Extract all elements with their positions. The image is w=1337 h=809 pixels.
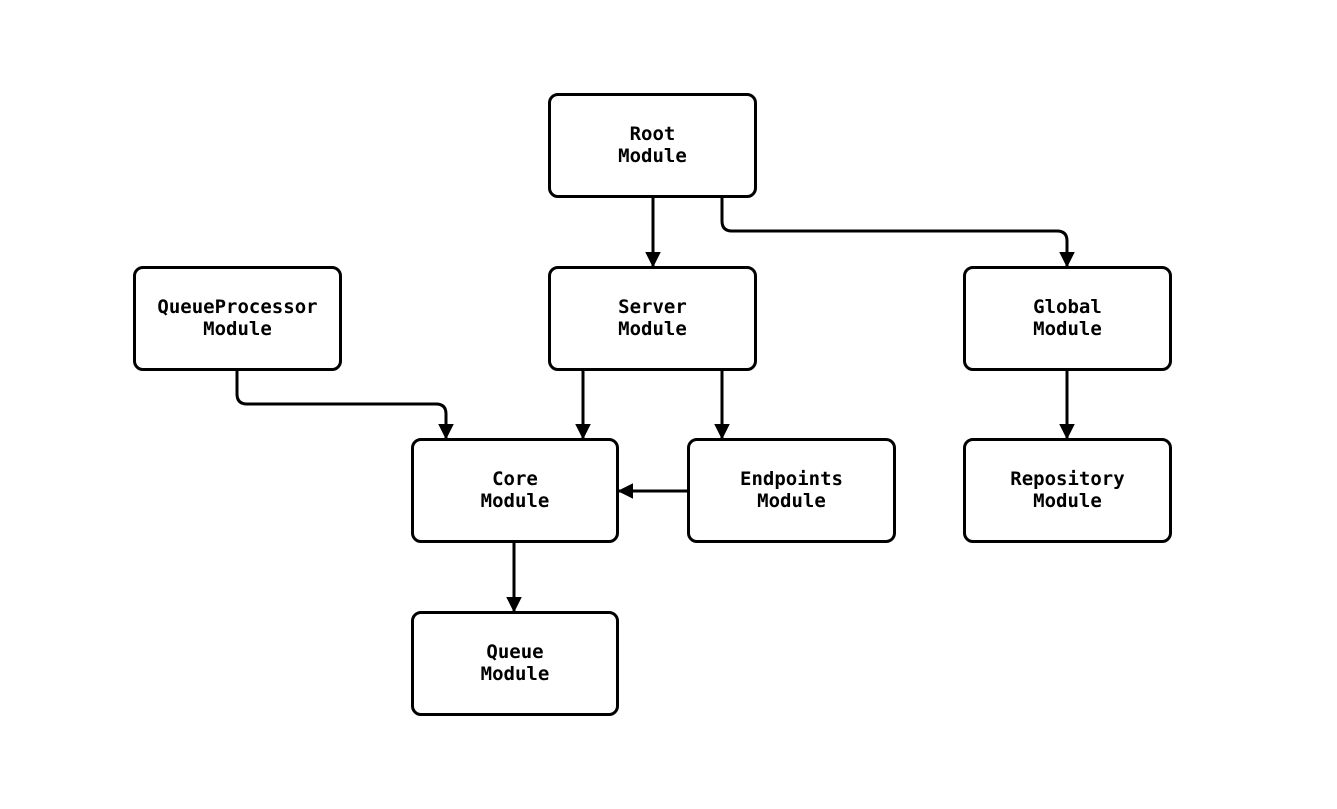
- node-core-label-line1: Core: [492, 468, 538, 490]
- node-server-label-line2: Module: [618, 317, 687, 340]
- node-queue-label-line2: Module: [480, 662, 550, 685]
- node-root-label-line1: Root: [629, 123, 676, 145]
- node-queue-processor-label-line1: QueueProcessor: [157, 296, 318, 318]
- node-queue-processor-label-line2: Module: [203, 317, 272, 340]
- node-global-label-line1: Global: [1033, 296, 1102, 318]
- node-queue-label-line1: Queue: [486, 641, 544, 663]
- edge-queue-processor-to-core: [235, 371, 454, 440]
- node-root-label-line2: Module: [618, 144, 687, 167]
- node-server-label-line1: Server: [618, 296, 687, 318]
- node-global-label-line2: Module: [1033, 317, 1102, 340]
- node-repository-label-line1: Repository: [1010, 468, 1125, 490]
- node-core-label-line2: Module: [480, 489, 550, 512]
- edge-root-to-global: [720, 198, 1075, 268]
- node-endpoints-label-line2: Module: [757, 489, 826, 512]
- node-repository-label-line2: Module: [1033, 489, 1102, 512]
- node-endpoints-label-line1: Endpoints: [740, 468, 843, 490]
